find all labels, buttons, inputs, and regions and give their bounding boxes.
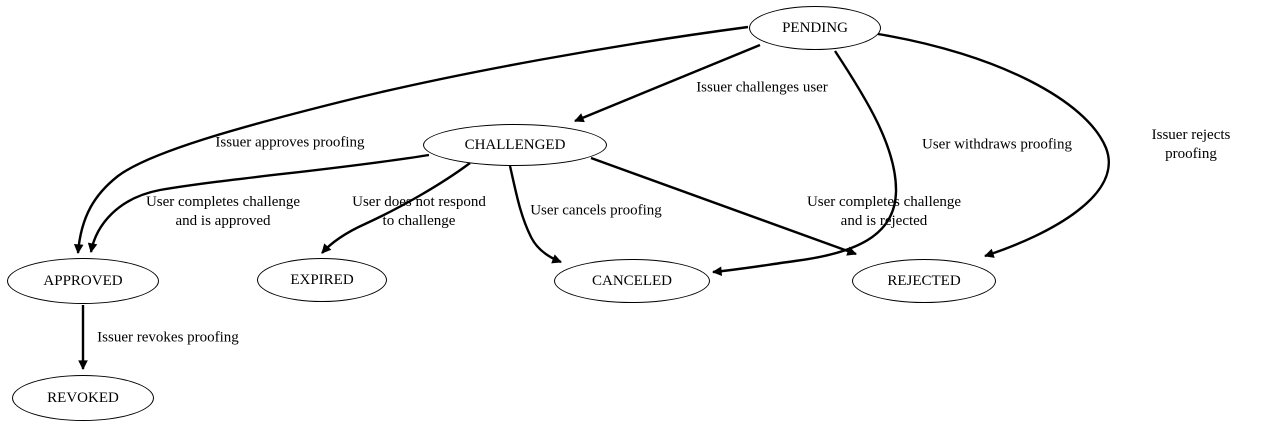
state-node-revoked: REVOKED [12, 375, 154, 421]
edge-label-issuer-rejects-proofing: Issuer rejects proofing [1151, 127, 1231, 162]
edge-pending-to-rejected [877, 32, 1110, 258]
state-node-pending: PENDING [749, 6, 881, 50]
edge-pending-to-challenged [574, 43, 761, 123]
edge-challenged-to-approved [87, 153, 430, 253]
edge-label-issuer-revokes-proofing: Issuer revokes proofing [97, 329, 239, 346]
state-node-rejected: REJECTED [852, 259, 996, 303]
edge-challenged-to-expired [321, 162, 471, 254]
edge-pending-to-canceled [712, 50, 898, 277]
edge-label-does-not-respond: User does not respond to challenge [352, 194, 486, 229]
edge-label-user-cancels-proofing: User cancels proofing [530, 202, 662, 219]
state-node-expired: EXPIRED [257, 258, 387, 302]
edge-challenged-to-canceled [508, 165, 562, 264]
edge-challenged-to-rejected [590, 156, 857, 256]
edge-pending-to-approved [73, 25, 749, 254]
edge-label-issuer-approves-proofing: Issuer approves proofing [215, 134, 365, 151]
state-node-canceled: CANCELED [554, 259, 710, 303]
state-node-challenged: CHALLENGED [423, 124, 607, 166]
edge-label-completes-challenge-approved: User completes challenge and is approved [145, 194, 301, 229]
edge-label-completes-challenge-rejected: User completes challenge and is rejected [806, 194, 962, 229]
edge-label-issuer-challenges-user: Issuer challenges user [696, 79, 828, 96]
state-node-approved: APPROVED [7, 258, 159, 304]
edge-label-user-withdraws-proofing: User withdraws proofing [922, 136, 1072, 153]
